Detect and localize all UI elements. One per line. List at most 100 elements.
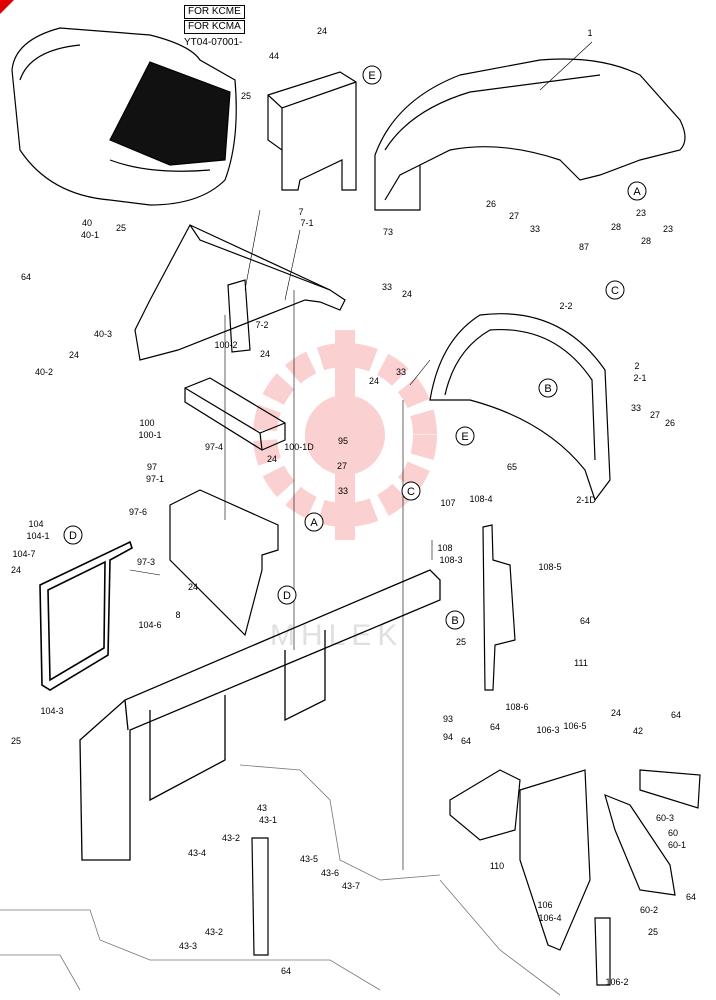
part-callout-33: 33	[338, 486, 348, 496]
part-callout-106-4: 106-4	[538, 913, 561, 923]
part-callout-43-4: 43-4	[188, 848, 206, 858]
part-callout-40-2: 40-2	[35, 367, 53, 377]
part-callout-28: 28	[641, 236, 651, 246]
part-callout-104-7: 104-7	[12, 549, 35, 559]
marker-layer: E A C B E C A D D B	[63, 65, 647, 630]
part-callout-8: 8	[175, 610, 180, 620]
part-callout-64: 64	[580, 616, 590, 626]
leader-lines	[129, 41, 593, 870]
machine-body-outline	[0, 764, 561, 996]
watermark-logo	[253, 330, 437, 540]
part-callout-24: 24	[11, 565, 21, 575]
part-callout-64: 64	[671, 710, 681, 720]
part-callout-106-5: 106-5	[563, 721, 586, 731]
reference-marker-B: B	[445, 610, 465, 630]
part-callout-33: 33	[396, 367, 406, 377]
fender-cover	[374, 58, 686, 211]
corner-mark	[0, 0, 14, 14]
part-callout-33: 33	[382, 282, 392, 292]
reference-marker-letter: C	[611, 285, 619, 297]
lower-brackets	[449, 769, 701, 986]
part-callout-111: 111	[574, 658, 588, 668]
part-callout-7: 7	[298, 207, 303, 217]
part-callout-97-4: 97-4	[205, 442, 223, 452]
reference-marker-D: D	[277, 585, 297, 605]
part-callout-28: 28	[611, 222, 621, 232]
part-callout-108-5: 108-5	[538, 562, 561, 572]
part-callout-108-4: 108-4	[469, 494, 492, 504]
part-callout-40-1: 40-1	[81, 230, 99, 240]
part-callout-26: 26	[486, 199, 496, 209]
reference-marker-D: D	[63, 525, 83, 545]
part-callout-40-3: 40-3	[94, 329, 112, 339]
part-callout-26: 26	[665, 418, 675, 428]
part-callout-108-3: 108-3	[439, 555, 462, 565]
part-callout-33: 33	[530, 224, 540, 234]
reference-marker-circle	[401, 481, 421, 501]
part-callout-100-1: 100-1	[138, 430, 161, 440]
part-callout-27: 27	[337, 461, 347, 471]
part-callout-108: 108	[437, 543, 452, 553]
part-callout-24: 24	[611, 708, 621, 718]
reference-marker-B: B	[538, 378, 558, 398]
part-callout-65: 65	[507, 462, 517, 472]
part-callout-106: 106	[537, 900, 552, 910]
reference-marker-letter: A	[633, 186, 641, 198]
part-callout-43: 43	[257, 803, 267, 813]
part-callout-100-2: 100-2	[214, 340, 237, 350]
part-callout-25: 25	[241, 91, 251, 101]
part-callout-64: 64	[281, 966, 291, 976]
part-callout-43-5: 43-5	[300, 854, 318, 864]
reference-marker-E: E	[455, 426, 475, 446]
reference-marker-letter: D	[69, 530, 77, 542]
part-callout-60-1: 60-1	[668, 840, 686, 850]
reference-marker-E: E	[362, 65, 382, 85]
part-callout-25: 25	[116, 223, 126, 233]
reference-marker-circle	[362, 65, 382, 85]
part-callout-2: 2	[634, 361, 639, 371]
reference-marker-letter: A	[310, 517, 318, 529]
part-callout-44: 44	[269, 51, 279, 61]
part-callout-104: 104	[28, 519, 43, 529]
main-frame	[79, 569, 441, 861]
tool-box	[184, 377, 286, 451]
part-callout-24: 24	[402, 289, 412, 299]
part-callout-43-7: 43-7	[342, 881, 360, 891]
part-callout-2-2: 2-2	[559, 301, 572, 311]
part-callout-25: 25	[648, 927, 658, 937]
part-callout-64: 64	[490, 722, 500, 732]
reference-marker-circle	[304, 512, 324, 532]
reference-marker-circle	[605, 280, 625, 300]
reference-marker-letter: E	[461, 431, 468, 443]
reference-marker-A: A	[627, 181, 647, 201]
side-panel-108	[482, 524, 516, 691]
part-callout-24: 24	[267, 454, 277, 464]
part-callout-97-6: 97-6	[129, 507, 147, 517]
part-callout-43-2: 43-2	[222, 833, 240, 843]
reference-marker-circle	[63, 525, 83, 545]
part-callout-106-3: 106-3	[536, 725, 559, 735]
reference-marker-circle	[445, 610, 465, 630]
part-callout-24: 24	[260, 349, 270, 359]
part-callout-43-2: 43-2	[205, 927, 223, 937]
part-callout-97: 97	[147, 462, 157, 472]
part-callout-33: 33	[631, 403, 641, 413]
part-callout-97-3: 97-3	[137, 557, 155, 567]
part-callout-100-1D: 100-1D	[284, 442, 314, 452]
reference-marker-letter: B	[451, 615, 458, 627]
part-callout-43-6: 43-6	[321, 868, 339, 878]
part-callout-64: 64	[461, 736, 471, 746]
part-callout-110: 110	[490, 861, 504, 871]
part-callout-43-1: 43-1	[259, 815, 277, 825]
part-callout-73: 73	[383, 227, 393, 237]
part-callout-2-1D: 2-1D	[576, 495, 596, 505]
canopy-illustration	[11, 27, 237, 206]
part-callout-43-3: 43-3	[179, 941, 197, 951]
reference-marker-letter: B	[544, 383, 551, 395]
callout-layer: 1244425262733232887232877-173334040-1256…	[11, 26, 696, 987]
reference-marker-letter: C	[407, 486, 415, 498]
part-callout-94: 94	[443, 732, 453, 742]
part-callout-104-3: 104-3	[40, 706, 63, 716]
part-callout-7-2: 7-2	[255, 320, 268, 330]
